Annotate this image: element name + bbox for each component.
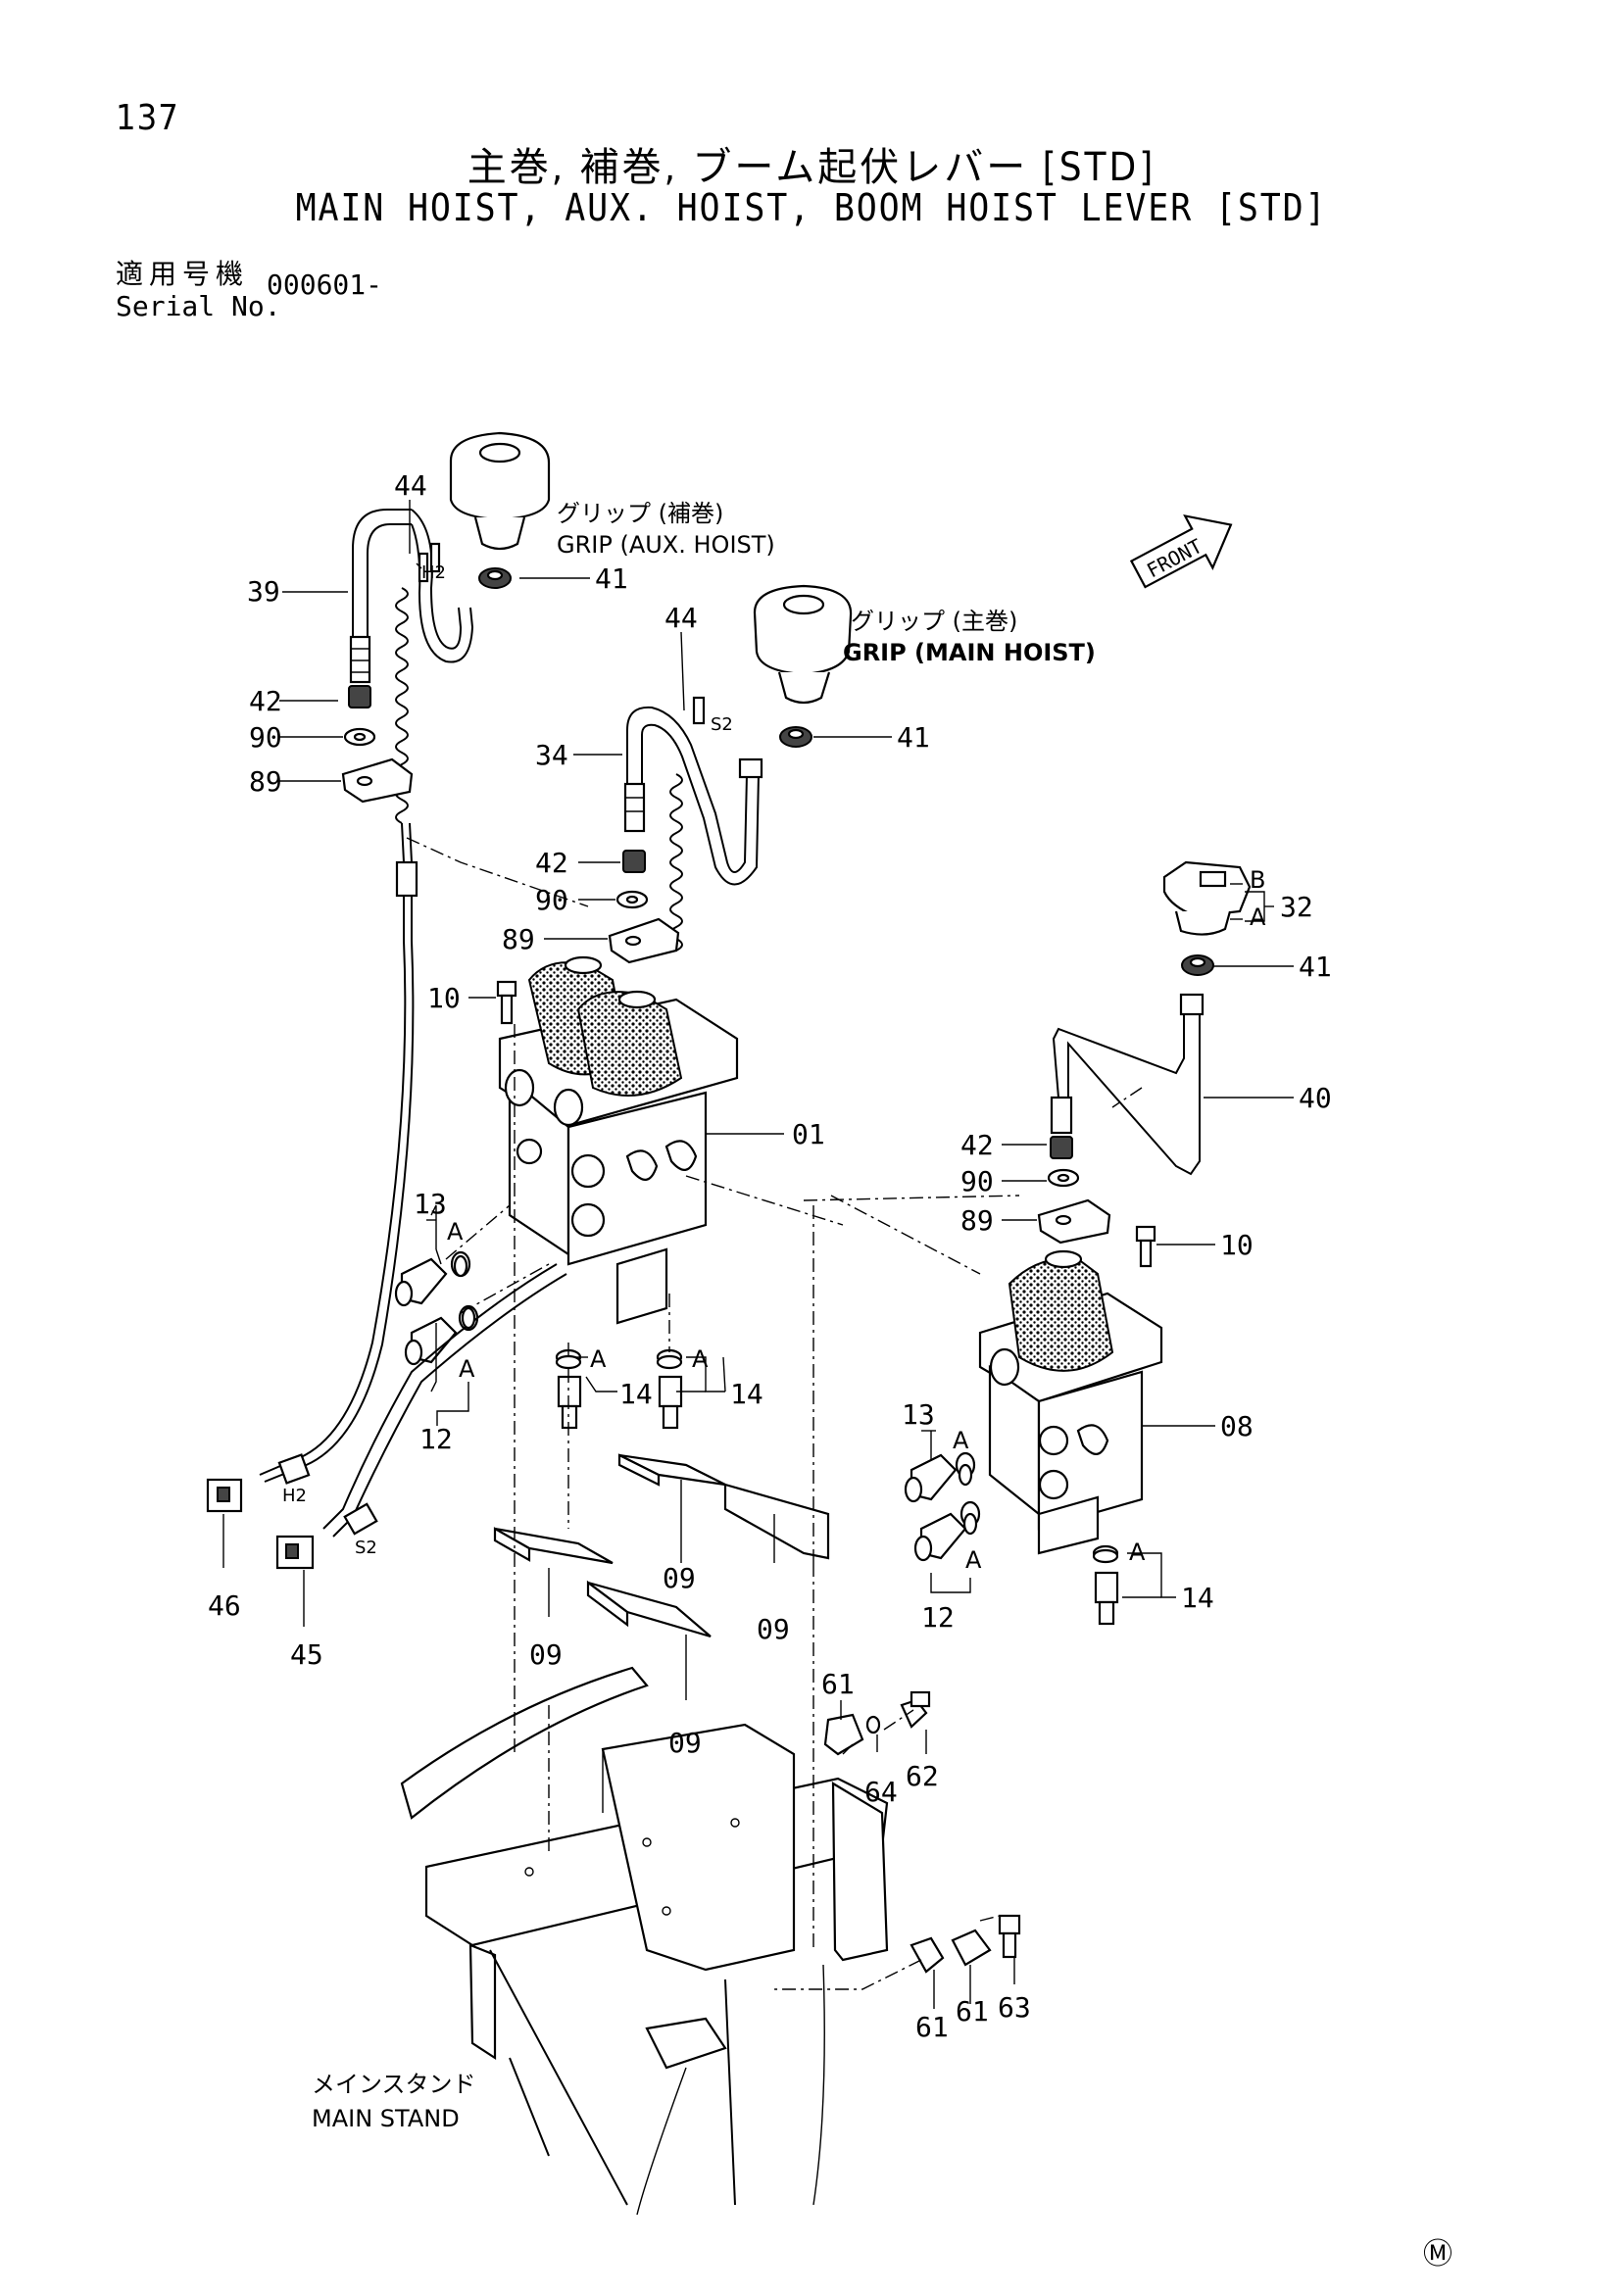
serial-label-japanese: 適用号機 (116, 258, 250, 290)
page-number: 137 (116, 98, 179, 138)
part-14-left-1: 14 (619, 1378, 653, 1410)
mark-a-12-left: A (459, 1355, 475, 1383)
part-89-main: 89 (502, 923, 535, 955)
main-stand-label-ja: メインスタンド (312, 2071, 476, 2098)
leader-lines (222, 500, 1294, 2009)
part-41-aux: 41 (595, 562, 628, 595)
grip-boom-hoist-drawing (1162, 860, 1252, 936)
s2-mark-bottom: S2 (355, 1538, 377, 1558)
part-14-left-2: 14 (730, 1378, 763, 1410)
part-61-upper: 61 (821, 1668, 855, 1700)
s2-mark-top: S2 (711, 714, 733, 735)
page-title-japanese: 主巻, 補巻, ブーム起伏レバー [STD] (467, 145, 1156, 190)
part-46: 46 (208, 1589, 241, 1622)
nut-41-aux-drawing (478, 567, 512, 589)
part-44-main: 44 (664, 602, 698, 634)
grip-main-hoist-drawing (753, 584, 853, 705)
part-61-lower-b: 61 (956, 1995, 989, 2027)
mark-a-14-left-2: A (692, 1345, 709, 1373)
pilot-valve-08-drawing (978, 1249, 1163, 1555)
harness-s2-lower-drawing (275, 1263, 567, 1570)
grip-main-label-en: GRIP (MAIN HOIST) (843, 639, 1096, 666)
serial-label-english: Serial No. (116, 290, 281, 322)
mark-a-13-right: A (953, 1427, 969, 1454)
lever-40-drawing (1050, 993, 1205, 1176)
h2-mark-top: H2 (421, 562, 446, 583)
assembly-centerlines (406, 837, 1143, 1990)
part-09-c: 09 (529, 1638, 563, 1671)
o-rings-drawing (453, 1254, 1119, 1564)
nut-41-main-drawing (779, 726, 812, 748)
page-title-english: MAIN HOIST, AUX. HOIST, BOOM HOIST LEVER… (295, 186, 1328, 229)
part-08: 08 (1220, 1410, 1254, 1442)
mark-a-12-right: A (965, 1546, 982, 1574)
part-42-aux: 42 (249, 685, 282, 717)
part-34: 34 (535, 739, 568, 771)
harness-aux-lower-drawing (206, 822, 418, 1513)
bolt-10-right-drawing (1135, 1225, 1156, 1268)
part-90-aux: 90 (249, 721, 282, 754)
part-39: 39 (247, 575, 280, 608)
washer-stack-boom-drawing (1037, 1136, 1111, 1245)
front-direction-arrow: FRONT (1129, 513, 1233, 589)
part-10-left: 10 (427, 982, 461, 1014)
part-41-boom: 41 (1299, 951, 1332, 983)
bolt-10-left-drawing (496, 980, 517, 1025)
grip-aux-label-ja: グリップ (補巻) (557, 500, 723, 527)
washer-stack-aux-drawing (341, 685, 414, 804)
footer-m-mark: Ⓜ (1423, 2237, 1452, 2272)
nut-41-boom-drawing (1181, 954, 1214, 976)
grip-aux-label-en: GRIP (AUX. HOIST) (557, 531, 775, 559)
harness-34-drawing (623, 696, 763, 952)
part-61-lower-a: 61 (915, 2011, 949, 2043)
plates-09-drawing (493, 1453, 830, 1638)
part-44-aux: 44 (394, 469, 427, 502)
part-09-b: 09 (757, 1613, 790, 1645)
part-10-right: 10 (1220, 1229, 1254, 1261)
part-01: 01 (792, 1118, 825, 1150)
part-40: 40 (1299, 1082, 1332, 1114)
h2-mark-bottom: H2 (282, 1486, 307, 1506)
mark-a-14-right: A (1129, 1539, 1146, 1566)
main-stand-drawing (400, 1666, 889, 2216)
mark-a-14-left-1: A (590, 1345, 607, 1373)
part-41-main: 41 (897, 721, 930, 754)
grip-main-label-ja: グリップ (主巻) (851, 608, 1017, 635)
part-89-aux: 89 (249, 765, 282, 798)
mark-b-grip: B (1250, 866, 1265, 894)
callout-labels: グリップ (補巻) GRIP (AUX. HOIST) グリップ (主巻) GR… (208, 469, 1452, 2272)
harness-39-drawing (349, 509, 474, 824)
grip-aux-hoist-drawing (449, 431, 551, 551)
part-09-a: 09 (663, 1562, 696, 1594)
part-89-boom: 89 (960, 1204, 994, 1237)
mark-a-grip: A (1250, 904, 1266, 931)
part-12-left: 12 (419, 1423, 453, 1455)
main-stand-label-en: MAIN STAND (312, 2105, 460, 2132)
pilot-valve-01-drawing (498, 955, 739, 1325)
part-42-main: 42 (535, 847, 568, 879)
part-45: 45 (290, 1638, 323, 1671)
part-13-right: 13 (902, 1398, 935, 1431)
serial-number: 000601- (267, 269, 383, 301)
part-32: 32 (1280, 891, 1313, 923)
part-14-right: 14 (1181, 1582, 1214, 1614)
part-09-d: 09 (668, 1727, 702, 1759)
washer-stack-main-drawing (608, 850, 680, 964)
part-64: 64 (864, 1776, 898, 1808)
part-62: 62 (906, 1760, 939, 1792)
part-12-right: 12 (921, 1601, 955, 1634)
part-42-boom: 42 (960, 1129, 994, 1161)
part-90-boom: 90 (960, 1165, 994, 1197)
part-63: 63 (998, 1991, 1031, 2024)
part-90-main: 90 (535, 884, 568, 916)
mark-a-13-left: A (447, 1218, 464, 1246)
part-13-left: 13 (414, 1188, 447, 1220)
